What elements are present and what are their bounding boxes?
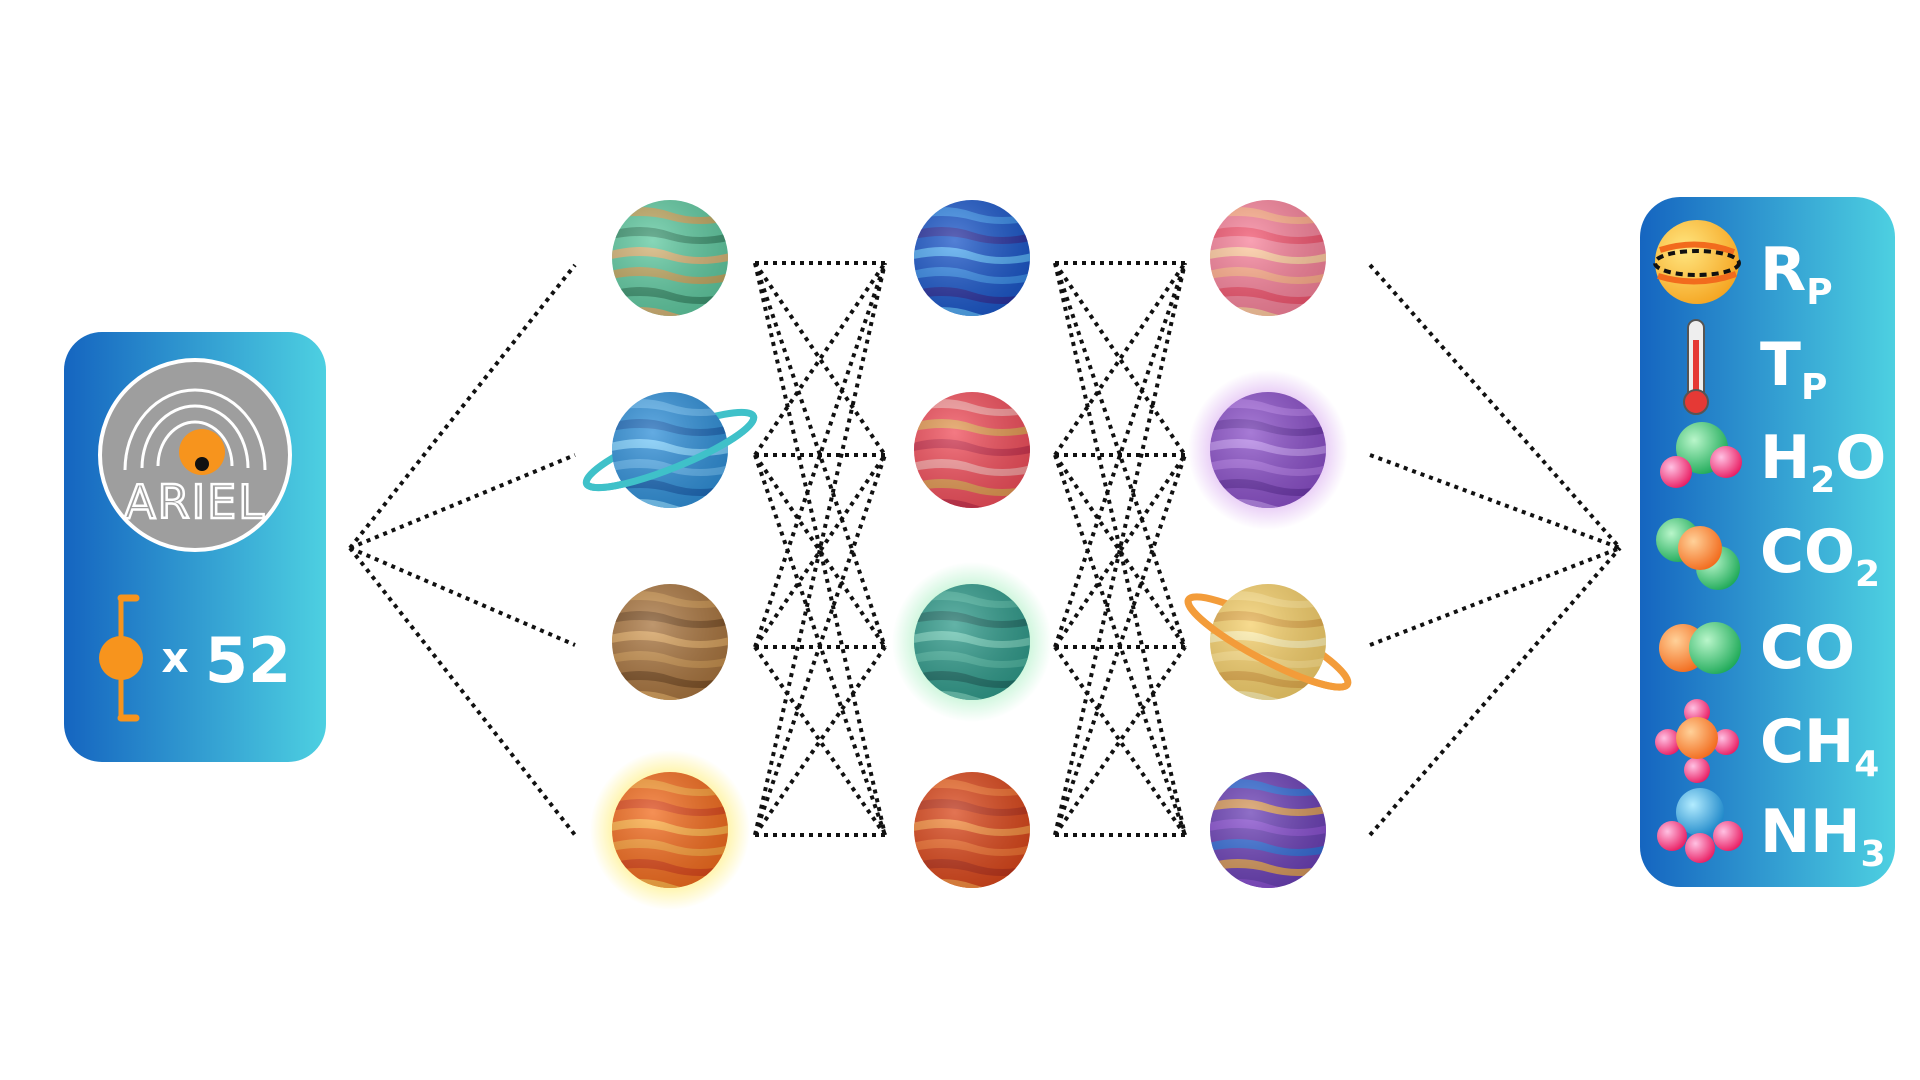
input-panel: ARIEL x 52 bbox=[64, 332, 326, 762]
output-connection bbox=[1369, 546, 1621, 647]
planet-node-yellow-ringed bbox=[1184, 584, 1352, 700]
label-main: CO bbox=[1760, 517, 1855, 587]
network-nodes bbox=[582, 200, 1352, 910]
output-connection bbox=[1368, 263, 1622, 550]
label-sub: 3 bbox=[1860, 834, 1885, 875]
planet-node-blue-wavy bbox=[914, 200, 1030, 316]
planet-node-purple-blue-swirl bbox=[1210, 772, 1326, 888]
label-main: CH bbox=[1760, 707, 1854, 777]
label-main: H bbox=[1760, 423, 1810, 493]
planet-node-purple-glowing bbox=[1188, 370, 1348, 530]
ariel-logo-text: ARIEL bbox=[124, 475, 266, 529]
planet-node-blue-ringed bbox=[582, 392, 758, 508]
svg-text:CO2: CO2 bbox=[1760, 517, 1880, 595]
planet-node-pink-orange-banded bbox=[1210, 200, 1326, 316]
label-tail: O bbox=[1835, 423, 1886, 493]
network-connections bbox=[348, 261, 1622, 837]
label-sub: P bbox=[1801, 367, 1827, 408]
hidden-connection bbox=[1053, 261, 1187, 457]
hidden-connection bbox=[1053, 645, 1187, 837]
hidden-connection bbox=[753, 645, 887, 837]
planet-node-green-banded bbox=[612, 200, 728, 316]
output-label-co2: CO2 bbox=[1760, 517, 1880, 595]
hidden-connection bbox=[1053, 262, 1187, 836]
output-panel: RP TP H2O CO2 CO CH4 bbox=[1640, 197, 1895, 887]
hidden-connection bbox=[753, 262, 887, 836]
planet-radius-icon bbox=[1653, 220, 1741, 304]
svg-text:RP: RP bbox=[1760, 235, 1833, 313]
hidden-connection bbox=[753, 453, 887, 649]
ammonia-molecule-icon bbox=[1657, 788, 1743, 863]
water-molecule-icon bbox=[1660, 422, 1742, 488]
input-connection bbox=[348, 263, 577, 550]
hidden-connection bbox=[753, 454, 887, 836]
output-label-temperature: TP bbox=[1760, 330, 1827, 408]
label-main: NH bbox=[1760, 797, 1860, 867]
svg-text:H2O: H2O bbox=[1760, 423, 1886, 501]
hidden-connection bbox=[753, 261, 887, 457]
svg-text:CO: CO bbox=[1760, 613, 1855, 683]
svg-text:TP: TP bbox=[1760, 330, 1827, 408]
spectrum-bin-icon bbox=[99, 594, 143, 722]
label-main: T bbox=[1760, 330, 1801, 400]
co2-molecule-icon bbox=[1656, 518, 1740, 590]
planet-node-orange-glowing bbox=[590, 750, 750, 910]
planet-node-pink-red-swirl bbox=[914, 392, 1030, 508]
hidden-connection bbox=[1053, 261, 1187, 457]
hidden-connection bbox=[1053, 453, 1187, 649]
output-connection bbox=[1369, 453, 1621, 550]
hidden-connection bbox=[1053, 645, 1187, 837]
methane-molecule-icon bbox=[1655, 699, 1739, 783]
svg-text:NH3: NH3 bbox=[1760, 797, 1886, 875]
output-label-nh3: NH3 bbox=[1760, 797, 1886, 875]
co-molecule-icon bbox=[1659, 622, 1741, 674]
output-connection bbox=[1368, 546, 1622, 837]
hidden-connection bbox=[753, 261, 887, 457]
thermometer-icon bbox=[1683, 319, 1709, 415]
output-label-radius: RP bbox=[1760, 235, 1833, 313]
label-main: R bbox=[1760, 235, 1806, 305]
hidden-connection bbox=[1053, 453, 1187, 649]
output-label-h2o: H2O bbox=[1760, 423, 1886, 501]
output-label-ch4: CH4 bbox=[1760, 707, 1879, 785]
label-sub: 4 bbox=[1854, 744, 1879, 785]
label-sub: 2 bbox=[1855, 554, 1880, 595]
svg-text:CH4: CH4 bbox=[1760, 707, 1879, 785]
input-connection bbox=[349, 453, 576, 550]
label-main: CO bbox=[1760, 613, 1855, 683]
multiplier-symbol: x bbox=[161, 633, 188, 682]
input-connection bbox=[349, 546, 576, 647]
label-sub: 2 bbox=[1810, 460, 1835, 501]
hidden-connection bbox=[1053, 454, 1187, 836]
hidden-connection bbox=[1053, 262, 1187, 836]
input-connection bbox=[348, 546, 577, 837]
label-sub: P bbox=[1806, 272, 1832, 313]
planet-node-red-orange-banded bbox=[914, 772, 1030, 888]
hidden-connection bbox=[753, 645, 887, 837]
ariel-logo: ARIEL bbox=[98, 358, 292, 552]
spectral-bin-count: 52 bbox=[205, 624, 291, 697]
planet-node-brown-banded bbox=[612, 584, 728, 700]
planet-node-teal-glowing bbox=[892, 562, 1052, 722]
hidden-connection bbox=[753, 262, 887, 836]
output-label-co: CO bbox=[1760, 613, 1855, 683]
hidden-connection bbox=[753, 453, 887, 649]
